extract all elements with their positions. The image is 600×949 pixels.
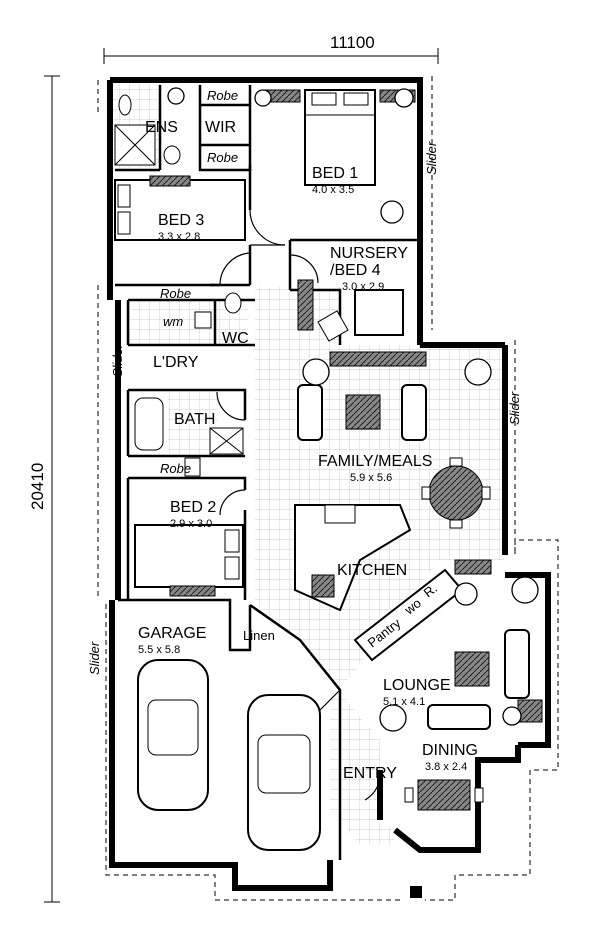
dining-label: DINING	[422, 742, 478, 759]
bed4-label: /BED 4	[330, 262, 381, 279]
lounge-label: LOUNGE	[383, 677, 451, 694]
bed2-label: BED 2	[170, 499, 216, 516]
room-labels: Robe ENS WIR Robe BED 1 4.0 x 3.5 BED 3 …	[138, 88, 478, 782]
family-dining-table	[421, 457, 491, 529]
slider-family-label: Slider	[507, 391, 522, 425]
bed3-size: 3.3 x 2.8	[158, 231, 200, 243]
family-label: FAMILY/MEALS	[318, 453, 432, 470]
garage-size: 5.5 x 5.8	[138, 644, 180, 656]
slider-labels: Slider Slider Slider Slider	[87, 141, 522, 675]
laundry-label: L'DRY	[153, 354, 199, 371]
overall-width-label: 11100	[330, 33, 375, 52]
overall-length-label: 20410	[28, 463, 47, 510]
bed1-bed	[264, 89, 416, 186]
laundry-fixtures	[194, 292, 242, 329]
bed2-bed	[134, 524, 244, 597]
robe-bed2-label: Robe	[160, 461, 191, 476]
slider-laundry-label: Slider	[110, 343, 125, 377]
linen-label: Linen	[243, 628, 275, 643]
garage-label: GARAGE	[138, 625, 206, 642]
entry-post	[410, 886, 422, 898]
bed3-label: BED 3	[158, 212, 204, 229]
wir-label: WIR	[205, 119, 236, 136]
wc-label: WC	[222, 330, 249, 347]
family-lounge-furniture	[297, 351, 427, 441]
ens-label: ENS	[145, 119, 178, 136]
robe-laundry-label: Robe	[160, 286, 191, 301]
length-dimension: 20410	[28, 75, 60, 903]
robe-top-label: Robe	[207, 88, 238, 103]
eaves-outline	[97, 76, 559, 901]
slider-garage-label: Slider	[87, 641, 102, 675]
kitchen-label: KITCHEN	[337, 562, 407, 579]
bed2-size: 2.9 x 3.0	[170, 518, 212, 530]
robe-mid-label: Robe	[207, 150, 238, 165]
dining-size: 3.8 x 2.4	[425, 761, 467, 773]
entry-label: ENTRY	[343, 765, 397, 782]
bath-label: BATH	[174, 411, 215, 428]
nursery-furniture	[297, 279, 404, 342]
nursery-size: 3.0 x 2.9	[342, 281, 384, 293]
width-dimension: 11100	[103, 33, 439, 64]
garage-cars	[137, 659, 321, 851]
bed1-label: BED 1	[312, 165, 358, 182]
family-size: 5.9 x 5.6	[350, 472, 392, 484]
bed3-bed	[114, 175, 246, 241]
nursery-label: NURSERY	[330, 245, 408, 262]
kitchen-bench	[294, 504, 412, 612]
bath-fixtures	[134, 397, 244, 477]
ensuite-fixtures	[114, 94, 181, 166]
lounge-size: 5.1 x 4.1	[383, 696, 425, 708]
bed1-size: 4.0 x 3.5	[312, 184, 354, 196]
wm-label: wm	[163, 314, 183, 329]
dining-table	[404, 779, 484, 811]
exterior-walls	[107, 77, 551, 891]
lounge-furniture	[427, 629, 543, 730]
indoor-plants	[167, 87, 539, 732]
slider-bed1-label: Slider	[424, 141, 439, 175]
